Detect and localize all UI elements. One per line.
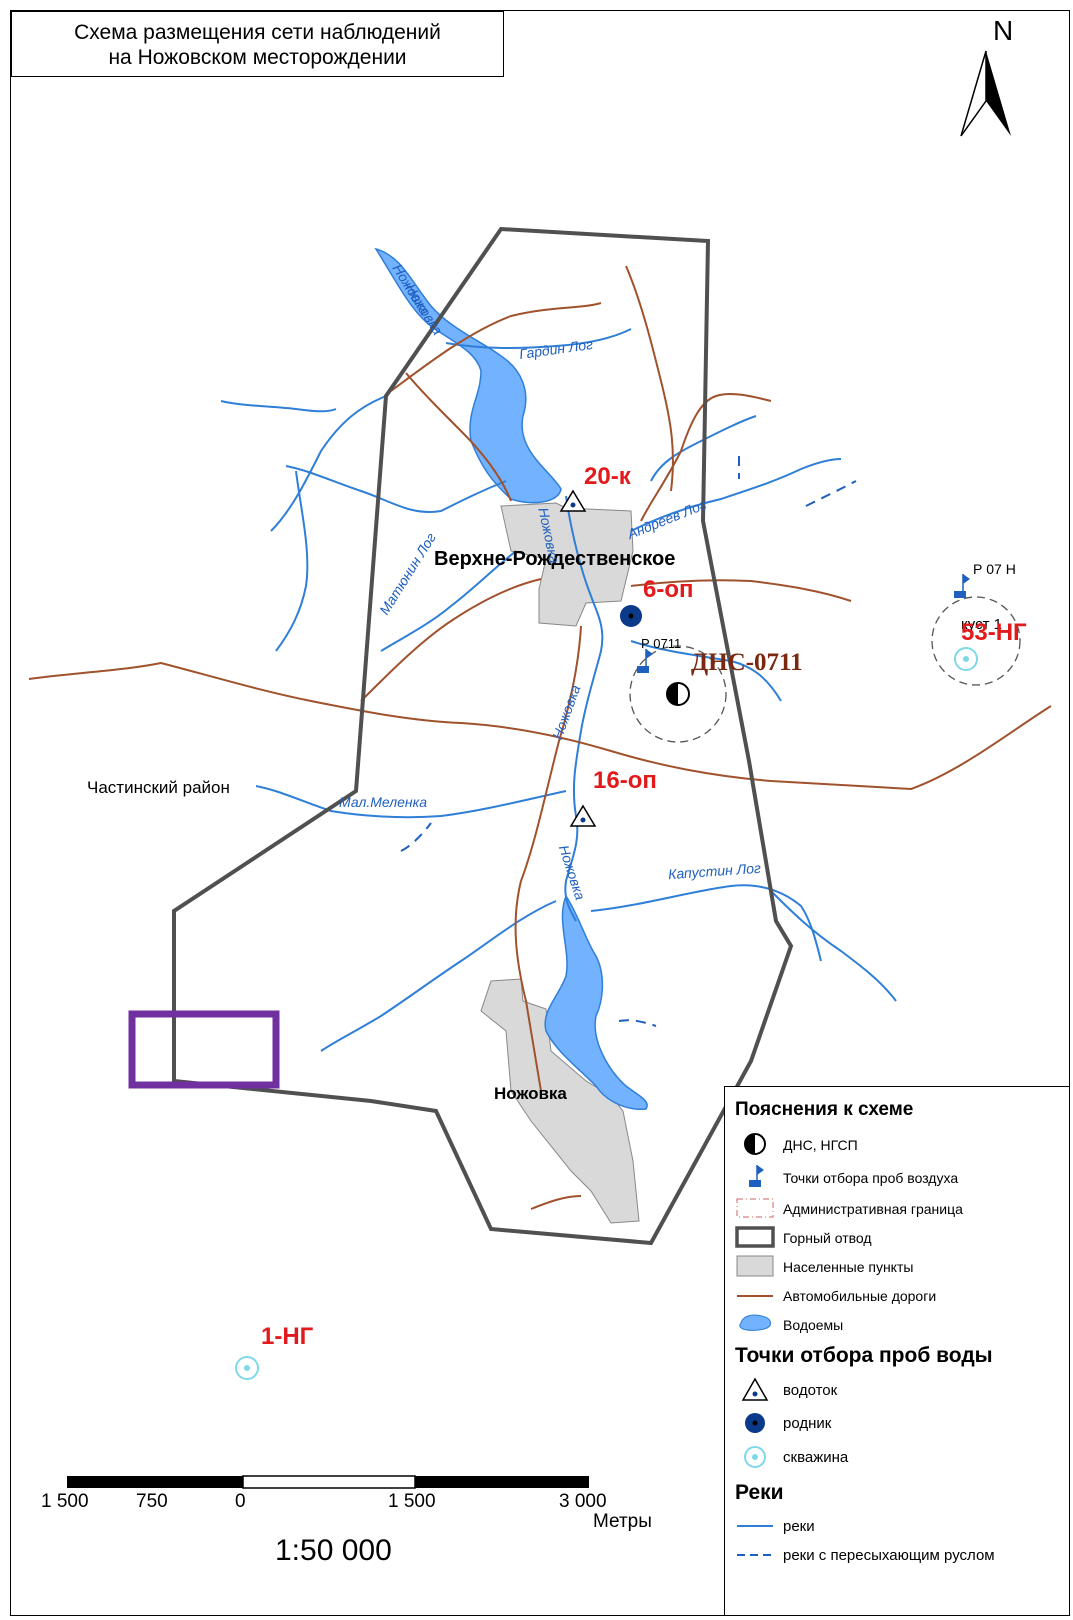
river-intermittent-3: [618, 1019, 657, 1027]
label-kust: куст 1: [961, 616, 1002, 633]
road-main-east-west: [28, 661, 1052, 791]
river-andreev-log: [630, 458, 842, 532]
river-east-upper: [650, 415, 757, 482]
reservoir-south: [544, 894, 648, 1110]
legend-item-admin: Административная граница: [783, 1201, 963, 1217]
mining-allotment-boundary: [172, 226, 794, 1246]
legend-panel: Пояснения к схеме ДНС, НГСП Точки отбора…: [724, 1086, 1069, 1615]
legend-item-water-body: Водоемы: [783, 1317, 844, 1333]
river-mal-melenka: [255, 785, 567, 819]
road-south-end: [530, 1195, 582, 1210]
river-west-branch: [270, 395, 387, 532]
legend-water-item-watercourse: водоток: [783, 1382, 838, 1399]
map-canvas: [28, 50, 1052, 1489]
road-east: [630, 579, 852, 602]
label-verkhne-rozhdestvenskoe: Верхне-Рождественское: [434, 548, 676, 570]
label-dns: ДНС-0711: [691, 649, 803, 676]
map-frame: Схема размещения сети наблюдений на Ножо…: [10, 10, 1070, 1616]
legend-water-body-icon: [739, 1314, 772, 1331]
legend-settlement-icon: [736, 1255, 774, 1277]
north-arrow-icon: [960, 50, 1011, 137]
north-label: N: [993, 15, 1014, 46]
river-kapustin-log: [590, 884, 822, 962]
legend-mining-boundary-icon: [735, 1226, 775, 1248]
map-title-line1: Схема размещения сети наблюдений: [74, 21, 441, 44]
road-gardin: [390, 302, 602, 392]
river-nozhovka: [564, 495, 604, 922]
map-title-line2: на Ножовском месторождении: [108, 46, 407, 69]
legend-item-settlement: Населенные пункты: [783, 1259, 914, 1275]
legend-intermittent-river-icon: [737, 1554, 773, 1556]
label-point-16op: 16-оп: [593, 767, 657, 794]
legend-water-item-well: скважина: [783, 1449, 849, 1466]
legend-water-item-spring: родник: [783, 1415, 832, 1432]
label-point-6op: 6-оп: [643, 576, 694, 603]
river-west-low: [275, 470, 309, 652]
label-point-53ng: 53-НГ: [961, 619, 1027, 646]
river-south-east: [770, 890, 897, 1002]
map-title: Схема размещения сети наблюдений на Ножо…: [11, 11, 504, 77]
watercourse-point-16op: [569, 804, 597, 827]
road-northeast: [640, 392, 772, 522]
label-air-p0711: Р 0711: [641, 636, 682, 651]
road-west-diag: [360, 578, 542, 702]
label-point-1ng: 1-НГ: [261, 1323, 314, 1350]
legend-river-icon: [737, 1525, 773, 1527]
air-flag-p0711: [637, 649, 653, 673]
well-point-1ng: [235, 1356, 259, 1380]
scale-ratio: 1:50 000: [275, 1534, 392, 1567]
legend-river-item-intermittent: реки с пересыхающим руслом: [783, 1547, 995, 1564]
well-point-53ng: [954, 647, 978, 671]
scale-tick-3: 0: [235, 1491, 246, 1512]
road-north-south: [514, 625, 582, 1092]
scale-bar: [67, 1475, 589, 1489]
scale-tick-2: 750: [136, 1491, 168, 1512]
dns-buffer-circle: [629, 645, 727, 743]
river-south-west: [320, 900, 557, 1052]
legend-air-flag-icon: [749, 1165, 764, 1187]
legend-item-mining: Горный отвод: [783, 1230, 872, 1246]
river-west-upper: [285, 465, 507, 513]
legend-item-dns: ДНС, НГСП: [783, 1137, 858, 1153]
legend-spring-icon: [745, 1413, 765, 1433]
kust-buffer-circle: [931, 596, 1021, 686]
legend-item-road: Автомобильные дороги: [783, 1288, 937, 1304]
label-nozhovka-town: Ножовка: [494, 1084, 567, 1103]
scale-tick-5: 3 000: [559, 1491, 607, 1512]
legend-watercourse-icon: [741, 1377, 769, 1401]
dns-symbol: [666, 682, 690, 706]
legend-admin-border-icon: [736, 1198, 774, 1218]
legend-water-header: Точки отбора проб воды: [735, 1344, 993, 1367]
scale-tick-1: 1 500: [41, 1491, 89, 1512]
road-northwest: [405, 372, 512, 502]
river-intermittent-2: [400, 822, 432, 852]
scale-unit: Метры: [593, 1511, 652, 1532]
river-gardin-log: [445, 328, 632, 349]
river-intermittent-1: [805, 480, 857, 507]
label-river-mal-melenka: Мал.Меленка: [339, 794, 427, 810]
air-flag-p07n: [954, 574, 970, 598]
highlight-rectangle: [128, 1010, 280, 1089]
spring-point-6op: [620, 605, 642, 627]
legend-header: Пояснения к схеме: [735, 1099, 914, 1120]
legend-dns-icon: [744, 1133, 766, 1155]
river-west-far: [220, 400, 337, 413]
settlement-nozhovka: [480, 978, 640, 1224]
label-air-p07n: Р 07 Н: [973, 561, 1016, 577]
river-matyunin-log: [380, 550, 517, 652]
legend-river-item-river: реки: [783, 1518, 815, 1535]
legend-road-icon: [737, 1295, 773, 1297]
legend-rivers-header: Реки: [735, 1481, 784, 1504]
legend-item-air: Точки отбора проб воздуха: [783, 1170, 959, 1186]
label-district: Частинский район: [87, 778, 230, 797]
legend-well-icon: [744, 1446, 766, 1468]
label-point-20k: 20-к: [584, 463, 631, 490]
road-north-vertical: [625, 265, 674, 492]
watercourse-point-20k: [559, 489, 587, 512]
scale-tick-4: 1 500: [388, 1491, 436, 1512]
